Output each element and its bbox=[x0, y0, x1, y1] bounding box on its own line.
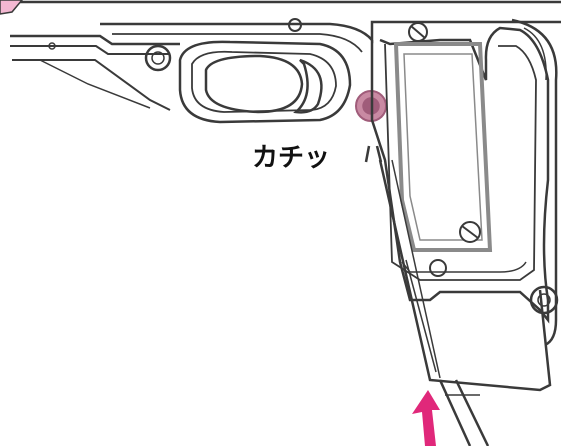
frame-pin-top bbox=[288, 18, 302, 32]
grip-screw-top bbox=[408, 22, 428, 42]
rail-pin bbox=[48, 42, 56, 50]
frame-pin-left bbox=[144, 44, 172, 72]
grip-pin-bottom bbox=[429, 259, 447, 277]
grip-screw-bottom bbox=[459, 221, 481, 243]
corner-tab bbox=[0, 0, 23, 15]
trigger-guard bbox=[178, 40, 352, 124]
sound-label: カチッ bbox=[252, 143, 330, 173]
slide-rail bbox=[10, 34, 180, 111]
trigger bbox=[293, 58, 323, 114]
magazine bbox=[378, 159, 552, 446]
lanyard-pin bbox=[529, 285, 559, 315]
arrow-up-icon bbox=[412, 390, 440, 446]
grip-panel bbox=[393, 42, 493, 252]
grip-frame bbox=[370, 18, 559, 347]
frame-body bbox=[100, 18, 561, 72]
click-sound-icon bbox=[364, 145, 383, 163]
